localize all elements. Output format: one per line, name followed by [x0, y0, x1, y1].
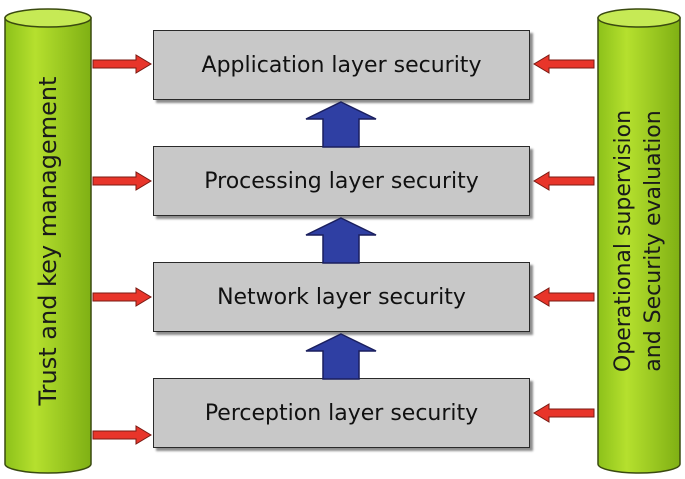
- red-arrow-left-to-application: [92, 54, 152, 74]
- right-pillar-line-1: Operational supervision: [611, 109, 636, 373]
- up-arrow-processing-to-application: [304, 101, 378, 148]
- operational-supervision-pillar: Operational supervision and Security eva…: [597, 8, 681, 474]
- red-arrow-left-to-network: [92, 287, 152, 307]
- red-arrow-left-to-processing: [92, 171, 152, 191]
- red-arrow-right-to-network: [533, 287, 595, 307]
- perception-layer-box: Perception layer security: [153, 378, 530, 448]
- red-arrow-right-to-application: [533, 54, 595, 74]
- right-pillar-line-2: and Security evaluation: [641, 110, 666, 372]
- network-layer-box: Network layer security: [153, 262, 530, 332]
- right-pillar-label: Operational supervision and Security eva…: [609, 110, 669, 372]
- red-arrow-right-to-perception: [533, 403, 595, 423]
- left-pillar-label: Trust and key management: [34, 76, 62, 406]
- application-layer-box: Application layer security: [153, 30, 530, 100]
- red-arrow-left-to-perception: [92, 425, 152, 445]
- up-arrow-perception-to-network: [304, 333, 378, 380]
- red-arrow-right-to-processing: [533, 171, 595, 191]
- trust-key-management-pillar: Trust and key management: [4, 8, 92, 474]
- up-arrow-network-to-processing: [304, 217, 378, 264]
- processing-layer-box: Processing layer security: [153, 146, 530, 216]
